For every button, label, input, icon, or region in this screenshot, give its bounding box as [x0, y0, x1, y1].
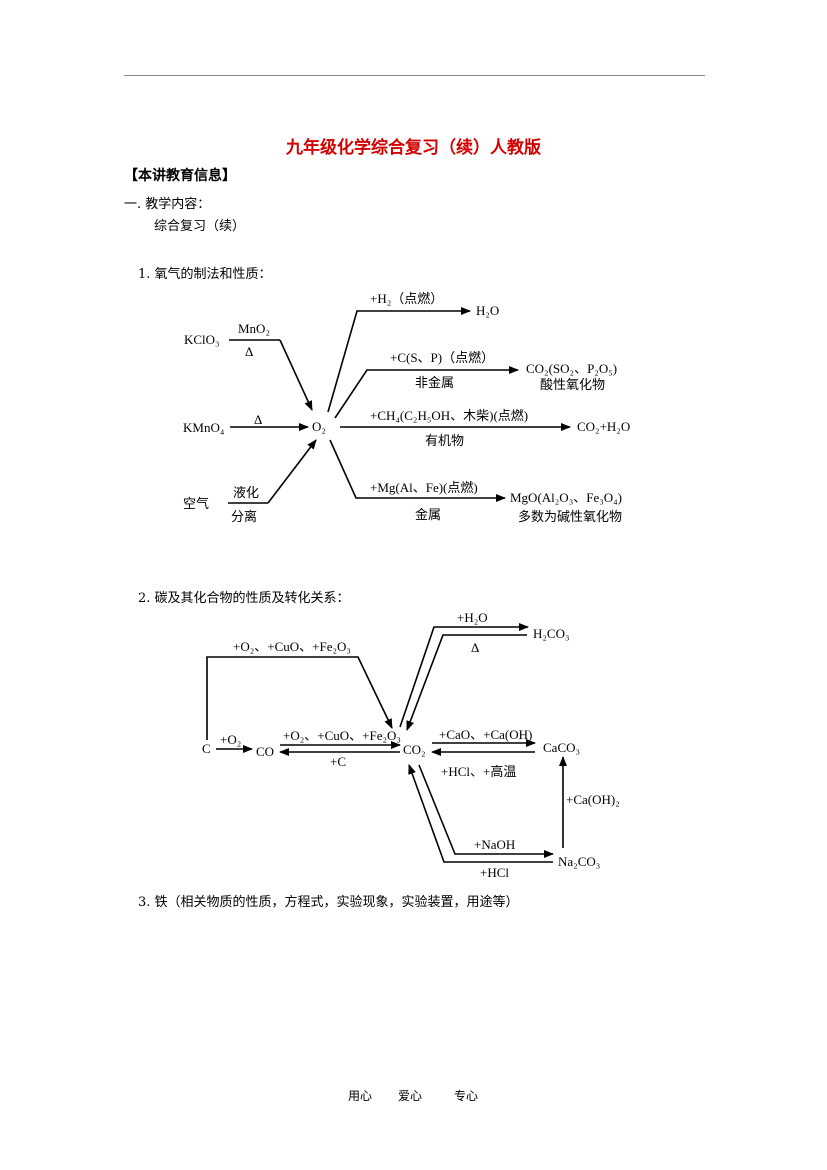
delta-label-2: Δ: [254, 412, 262, 427]
r1-product: H₂O: [476, 303, 499, 318]
c-to-co2-arrow: [206, 656, 393, 740]
na2co3-to-co2-arrow: [408, 764, 553, 863]
kmno4-label: KMnO₄: [183, 420, 225, 435]
co2-to-na2co3-arrow: [418, 764, 554, 858]
footer-text-2: 爱心: [398, 1089, 423, 1103]
co2-to-h2co3-arrow: [399, 623, 529, 728]
co-label: CO: [256, 744, 274, 759]
h2co3-to-co2-arrow: [406, 634, 527, 731]
r3-sub: 有机物: [425, 433, 464, 448]
h2co3-to-co2-cond: Δ: [471, 640, 479, 655]
co-to-co2-cond: +O₂、+CuO、+Fe₂O₃: [283, 728, 401, 743]
co2-to-caco3-cond: +CaO、+Ca(OH): [439, 727, 532, 742]
r2-product: CO₂(SO₂、P₂O₅): [526, 361, 617, 376]
kclo3-arrow: [279, 339, 313, 411]
r3-product: CO₂+H₂O: [577, 419, 630, 434]
h2co3-label: H₂CO₃: [533, 626, 570, 641]
page-title: 九年级化学综合复习（续）人教版: [286, 138, 541, 158]
na2co3-to-co2-cond: +HCl: [480, 865, 509, 880]
c-to-co-cond: +O₂: [220, 732, 241, 747]
section-label: 一. 教学内容：: [124, 197, 211, 212]
na2co3-label: Na₂CO₃: [558, 854, 600, 869]
r3-label: +CH₄(C₂H₅OH、木柴)(点燃): [370, 408, 528, 423]
r4-label: +Mg(Al、Fe)(点燃): [370, 480, 478, 495]
info-heading: 【本讲教育信息】: [124, 168, 236, 184]
kclo3-label: KClO₃: [184, 332, 220, 347]
r4-sub: 金属: [415, 507, 441, 522]
mno2-label: MnO₂: [238, 321, 270, 336]
o2-to-metal-arrow: [329, 439, 506, 502]
co2-to-co-cond: +C: [330, 754, 346, 769]
liquefy-label: 液化: [233, 485, 259, 500]
c-to-co2-cond: +O₂、+CuO、+Fe₂O₃: [233, 639, 351, 654]
caco3-to-co2-cond: +HCl、+高温: [441, 764, 516, 779]
co2-to-h2co3-cond: +H₂O: [457, 610, 488, 625]
section-content: 综合复习（续）: [154, 219, 246, 234]
footer-text-1: 用心: [348, 1089, 373, 1103]
c-label: C: [202, 741, 211, 756]
item-3: 3. 铁（相关物质的性质，方程式，实验现象，实验装置，用途等）: [138, 895, 519, 910]
co2-label: CO₂: [403, 742, 426, 757]
na2co3-to-caco3-cond: +Ca(OH)₂: [566, 792, 620, 807]
footer-text-3: 专心: [454, 1089, 479, 1103]
r2-product-sub: 酸性氧化物: [540, 377, 605, 392]
separate-label: 分离: [231, 509, 257, 524]
r4-product: MgO(Al₂O₃、Fe₃O₄): [510, 490, 622, 505]
r4-product-sub: 多数为碱性氧化物: [518, 509, 622, 524]
air-label: 空气: [183, 496, 209, 511]
o2-to-nonmetal-arrow: [334, 366, 519, 419]
o2-label: O₂: [312, 419, 326, 434]
delta-label-1: Δ: [245, 344, 253, 359]
o2-to-h2o-arrow: [327, 307, 471, 413]
co2-to-na2co3-cond: +NaOH: [474, 837, 515, 852]
header-rule: [124, 75, 705, 76]
caco3-label: CaCO₃: [543, 740, 580, 755]
item-1: 1. 氧气的制法和性质：: [138, 267, 272, 282]
r1-label: +H₂（点燃）: [370, 291, 443, 306]
item-2: 2. 碳及其化合物的性质及转化关系：: [138, 591, 350, 606]
r2-label: +C(S、P)（点燃）: [390, 350, 494, 365]
r2-sub: 非金属: [415, 375, 454, 390]
air-arrow: [267, 439, 317, 504]
